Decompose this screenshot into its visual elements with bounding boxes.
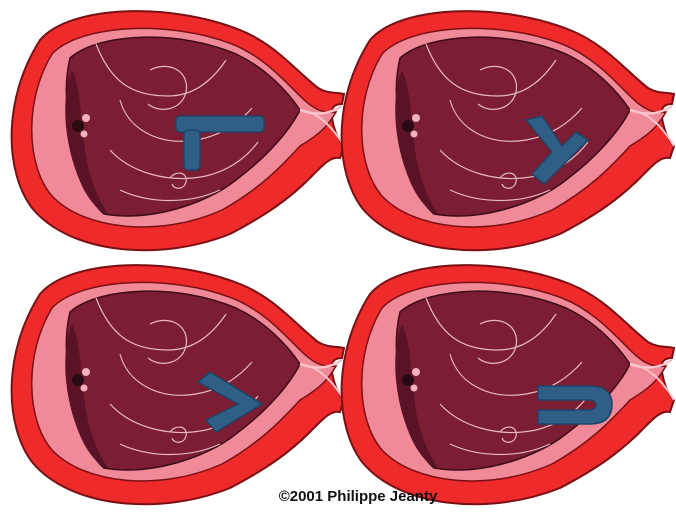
panel-V: [12, 265, 344, 504]
panel-U: [342, 265, 674, 504]
panel-Y: [342, 11, 674, 250]
panel-T: [12, 11, 344, 250]
copyright-text: ©2001 Philippe Jeanty: [279, 488, 438, 505]
copyright-credit: ©2001 Philippe Jeanty: [0, 488, 676, 505]
